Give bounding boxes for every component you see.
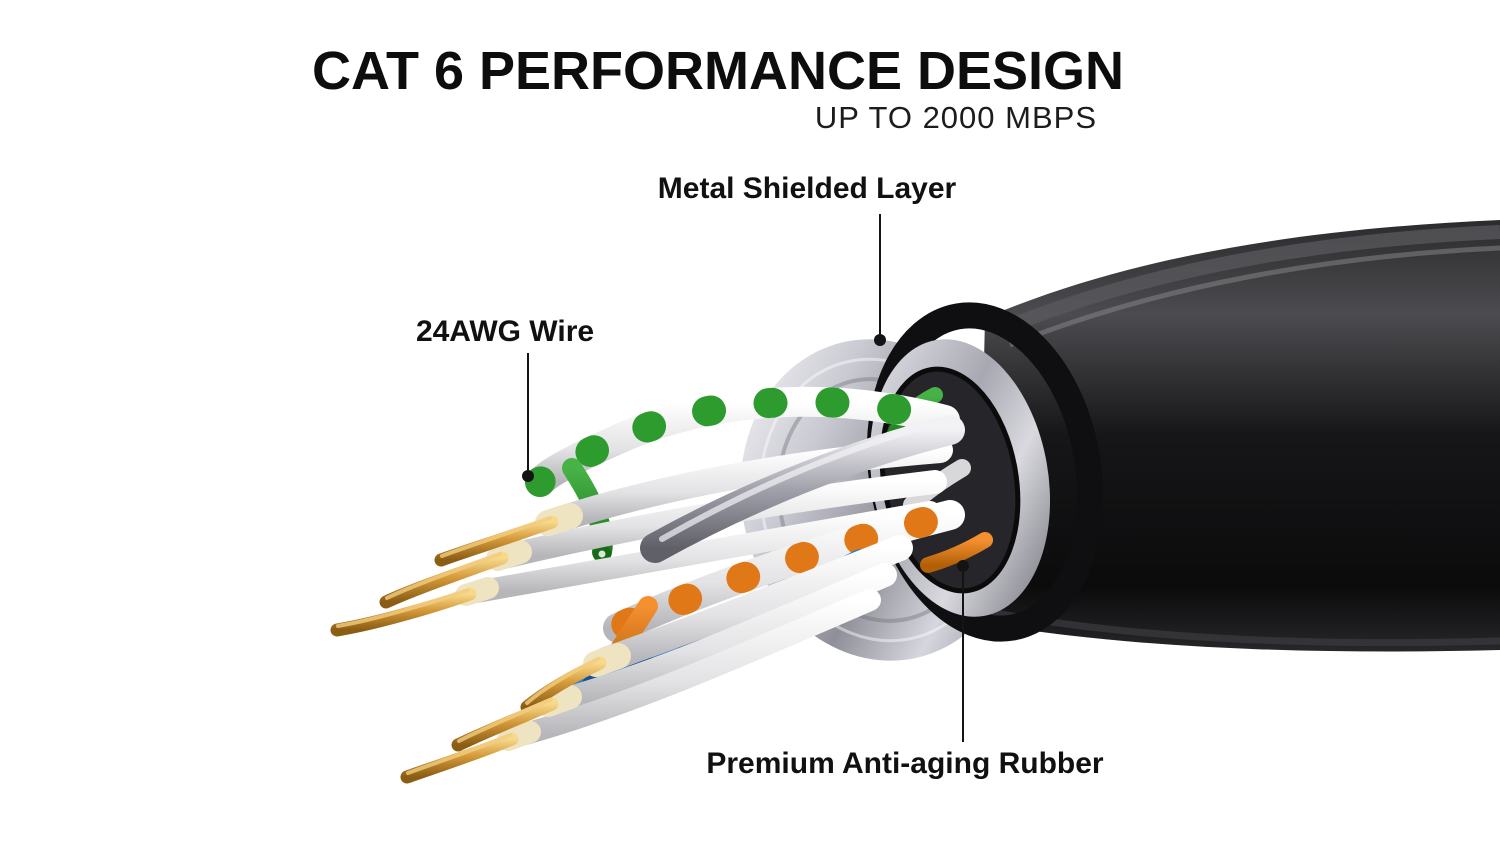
drain-wire — [640, 415, 965, 563]
callout-rubber-dot — [957, 560, 969, 572]
green-wire-core — [598, 550, 606, 558]
callout-awg-wire-label: 24AWG Wire — [415, 315, 595, 348]
white-wires-lower — [507, 535, 913, 747]
callout-metal-shield-line — [879, 214, 881, 338]
copper-conductors — [330, 515, 607, 784]
callout-awg-wire-line — [527, 353, 529, 473]
copper-highlights — [336, 516, 600, 775]
callout-metal-shield-label: Metal Shielded Layer — [657, 172, 957, 205]
cable-jacket — [978, 220, 1500, 652]
page-title: CAT 6 PERFORMANCE DESIGN — [311, 41, 1125, 101]
callout-rubber-line — [962, 572, 964, 742]
callout-awg-wire-dot — [522, 470, 534, 482]
callout-rubber-label: Premium Anti-aging Rubber — [706, 747, 1104, 780]
callout-metal-shield-dot — [874, 334, 886, 346]
page-subtitle: UP TO 2000 MBPS — [814, 100, 1097, 135]
